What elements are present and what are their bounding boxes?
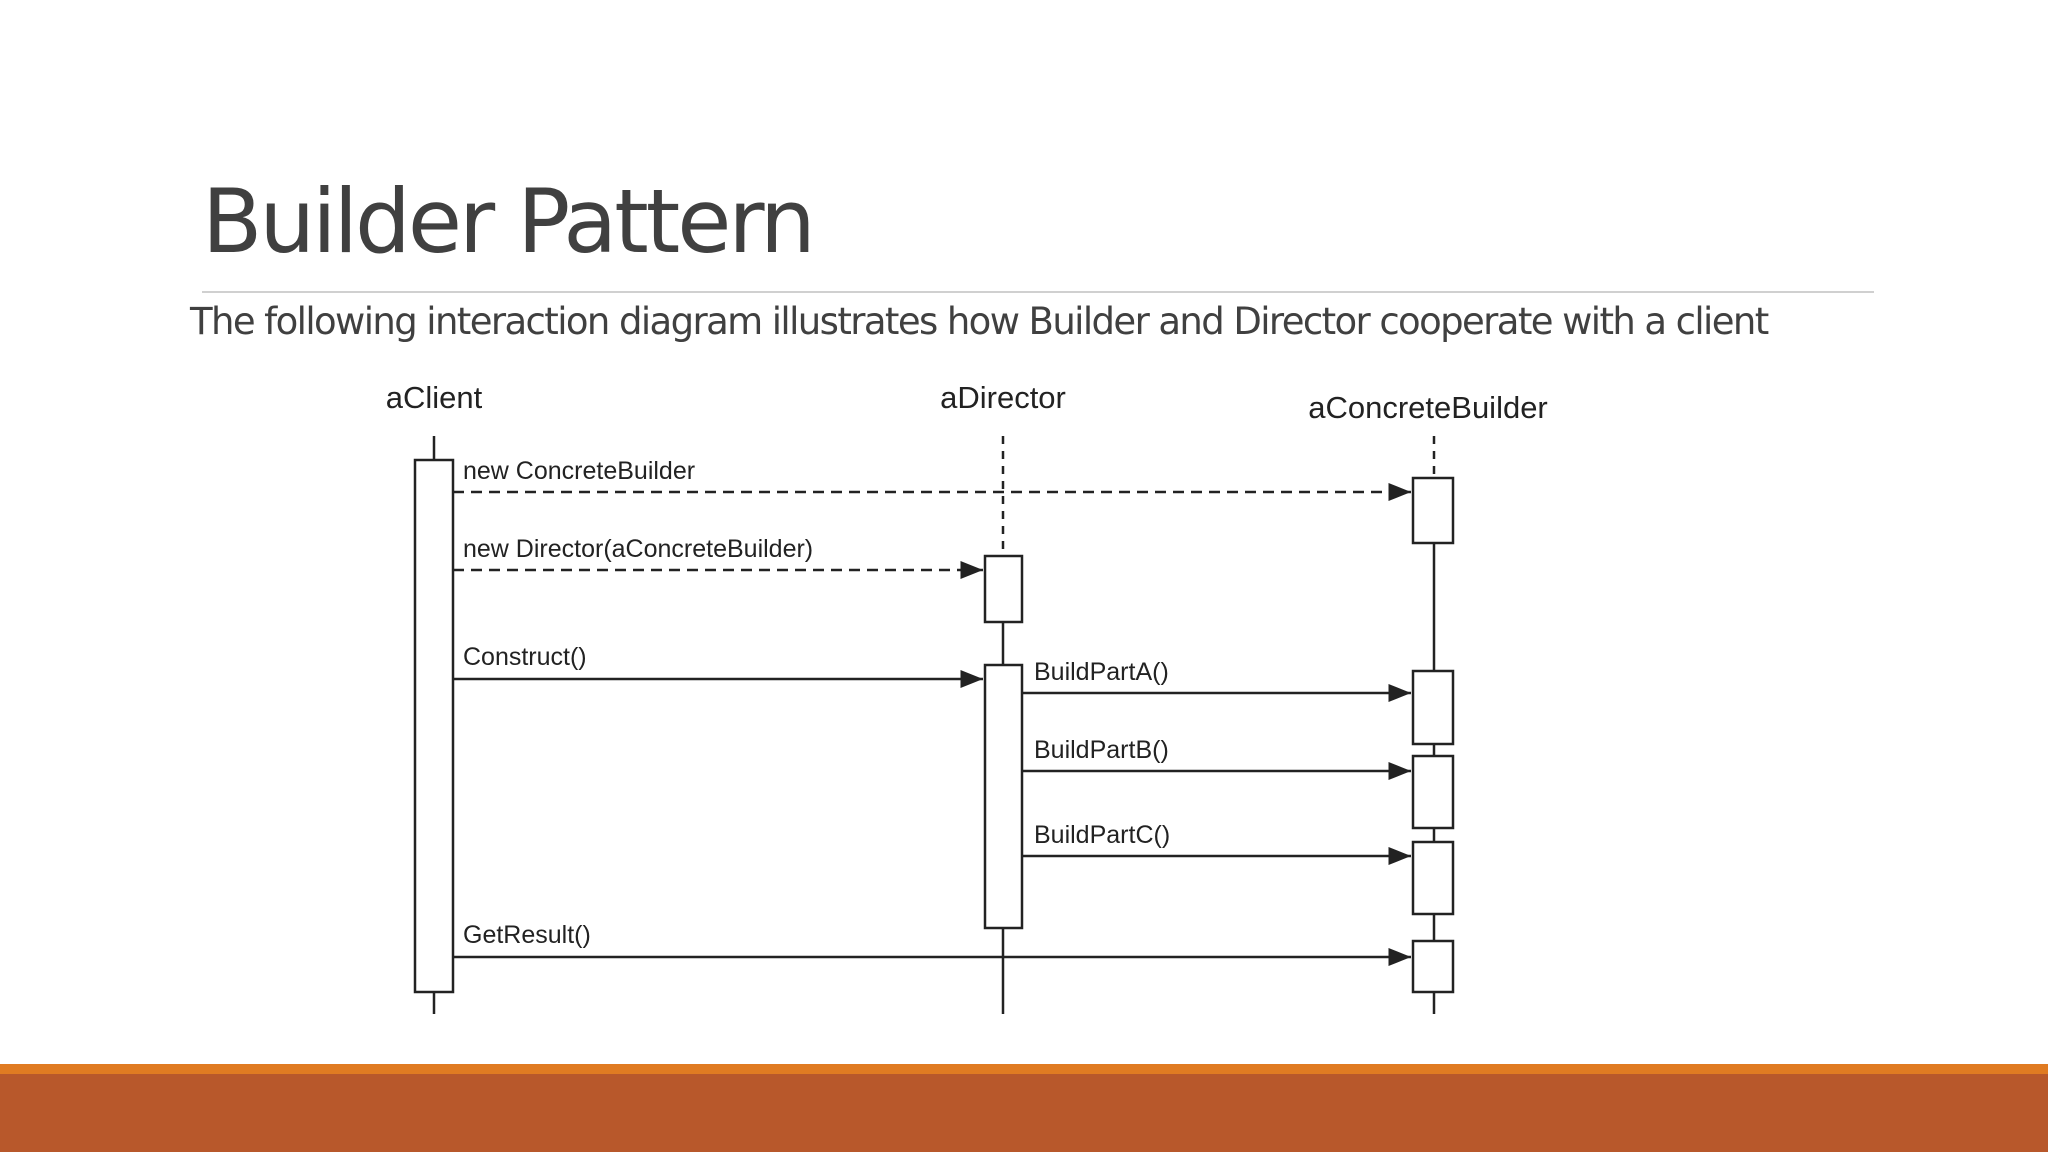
activation-director-construct xyxy=(983,663,1024,930)
message-label-new-director: new Director(aConcreteBuilder) xyxy=(463,535,813,563)
activation-builder-result xyxy=(1411,939,1455,994)
activation-client xyxy=(413,458,455,994)
slide-title: Builder Pattern xyxy=(202,170,816,273)
message-label-build-part-a: BuildPartA() xyxy=(1034,658,1169,686)
footer-accent-stripe xyxy=(0,1064,2048,1074)
participant-label-director: aDirector xyxy=(940,380,1066,415)
message-label-build-part-c: BuildPartC() xyxy=(1034,821,1170,849)
message-label-get-result: GetResult() xyxy=(463,921,591,949)
slide-subtitle: The following interaction diagram illust… xyxy=(190,300,1769,343)
message-label-build-part-b: BuildPartB() xyxy=(1034,736,1169,764)
activation-director-create xyxy=(983,554,1024,624)
participant-label-client: aClient xyxy=(386,380,483,415)
activation-builder-part-a xyxy=(1411,669,1455,746)
activation-builder-create xyxy=(1411,476,1455,545)
activation-builder-part-b xyxy=(1411,754,1455,830)
message-label-construct: Construct() xyxy=(463,643,587,671)
message-label-new-concrete-builder: new ConcreteBuilder xyxy=(463,457,695,485)
activation-builder-part-c xyxy=(1411,840,1455,916)
footer-band xyxy=(0,1074,2048,1152)
title-divider xyxy=(202,291,1874,293)
participant-label-builder: aConcreteBuilder xyxy=(1308,390,1548,425)
